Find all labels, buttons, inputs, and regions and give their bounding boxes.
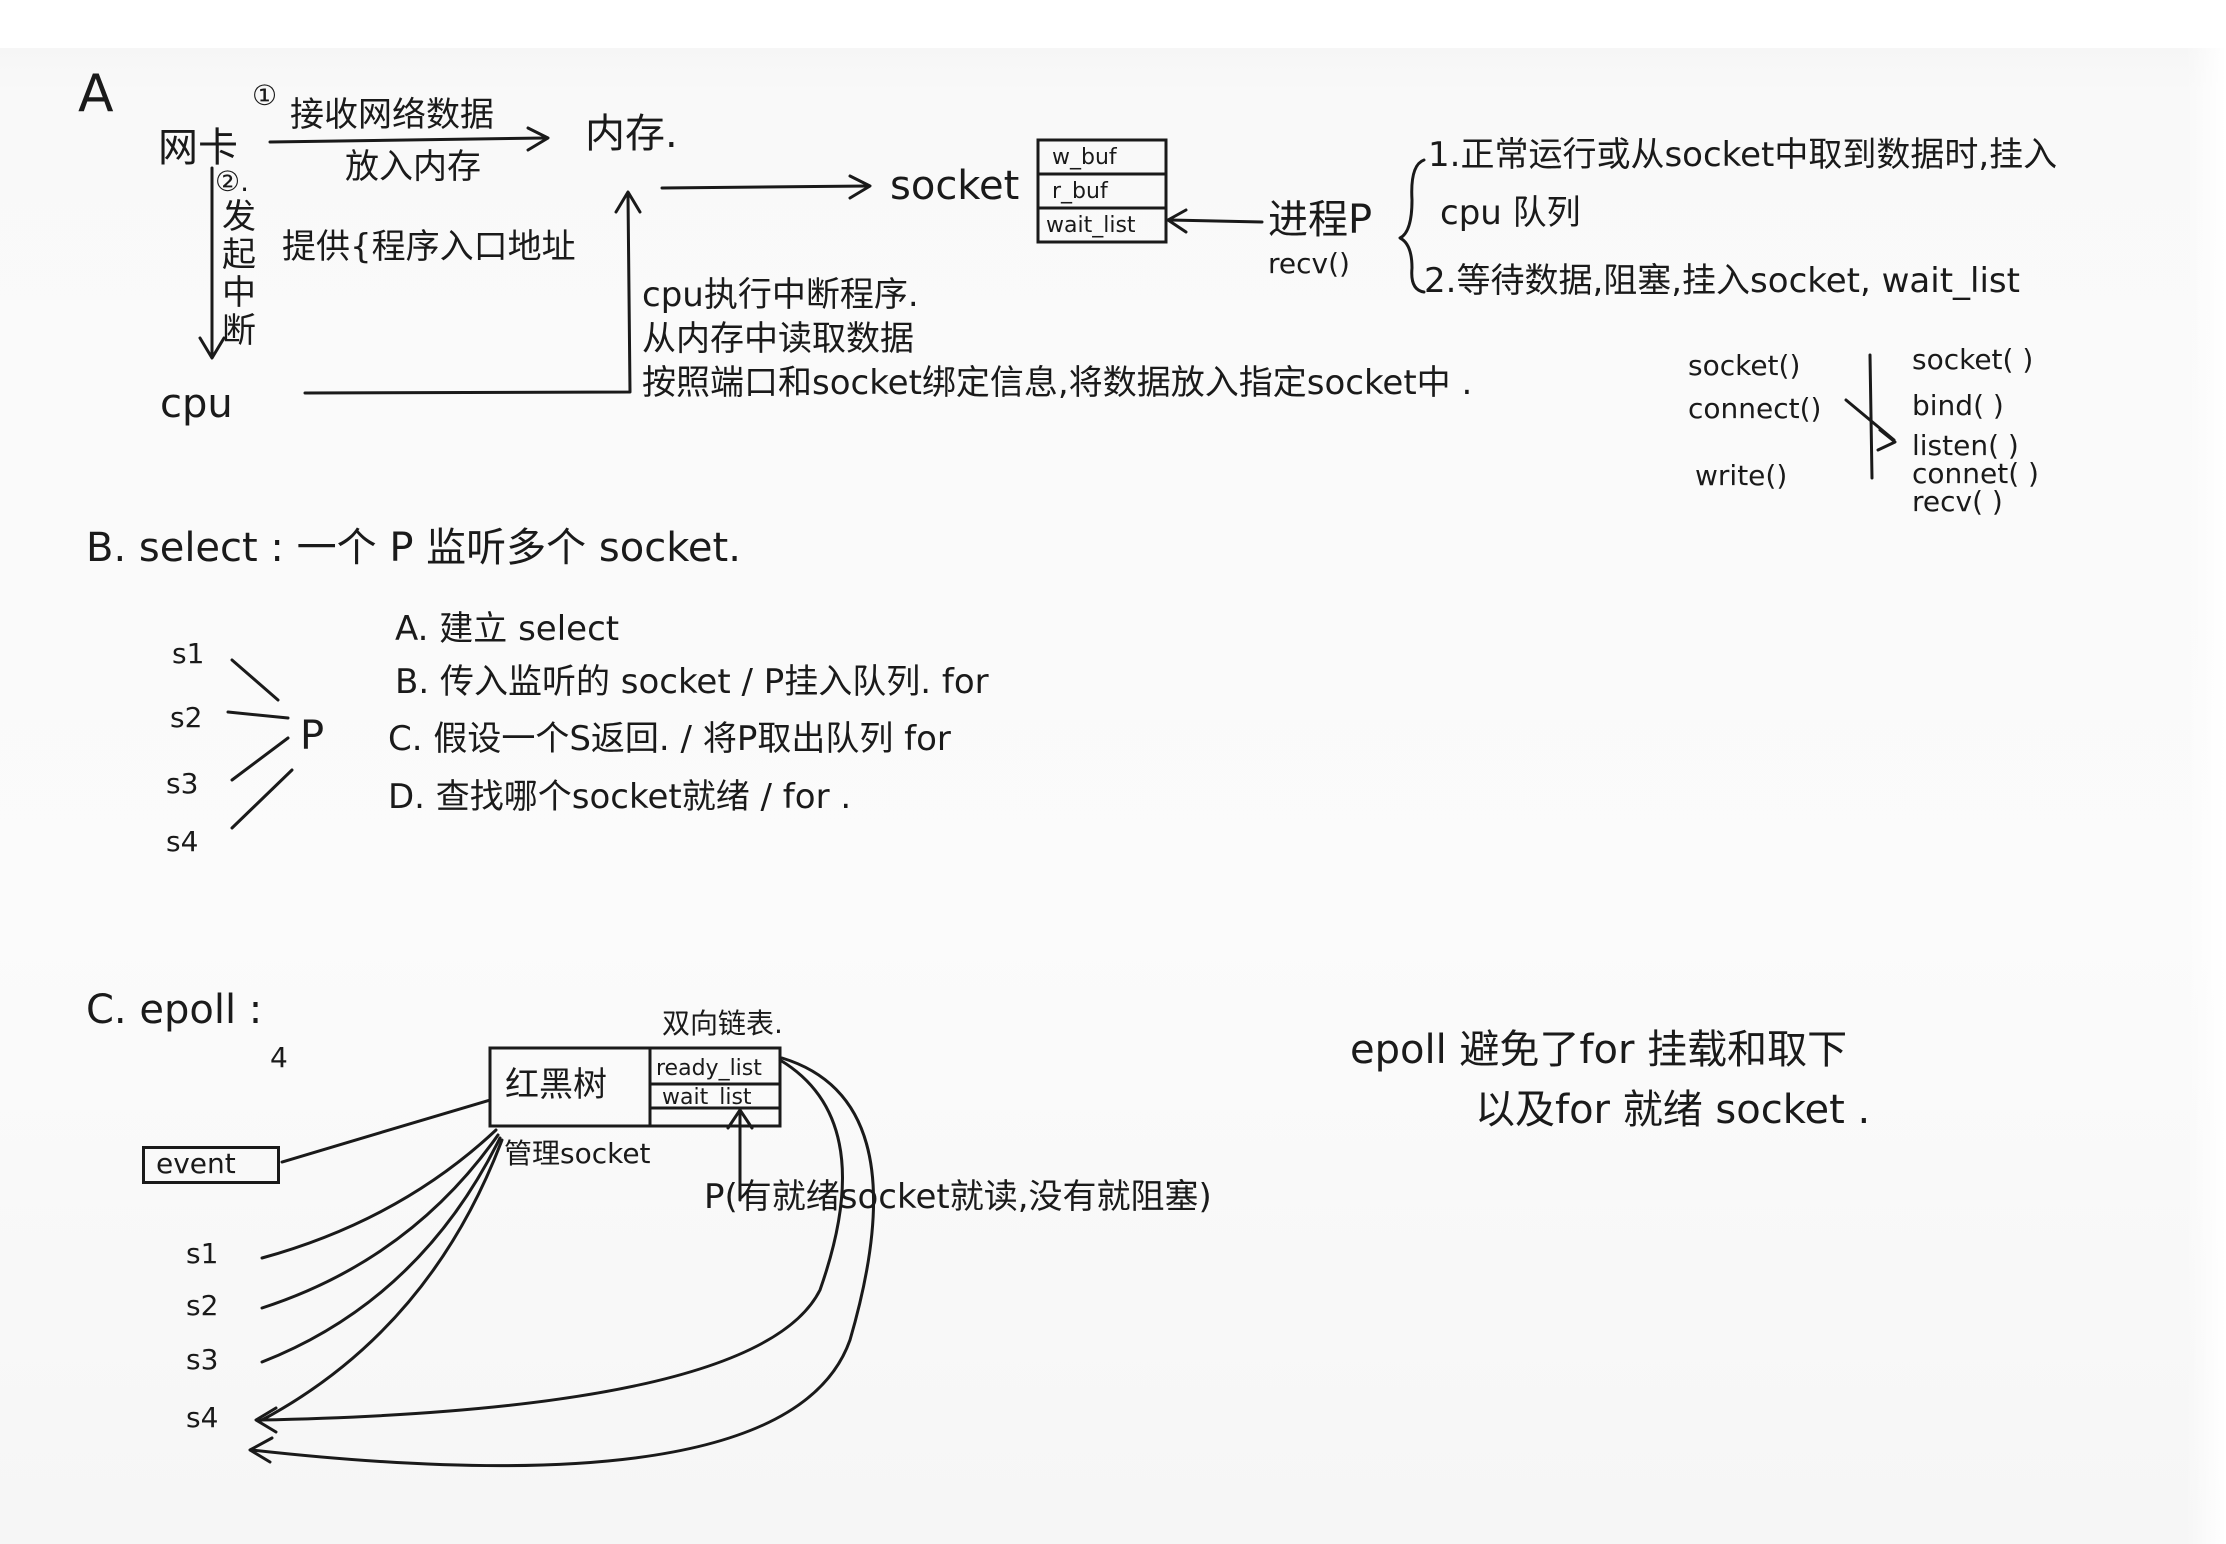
server-call-socket: socket( ) xyxy=(1912,343,2034,376)
paper-top-edge xyxy=(0,0,2226,48)
s4-to-p-line xyxy=(230,768,294,830)
step2-vertical-2: 起 xyxy=(222,235,256,275)
cpu-step-3: 按照端口和socket绑定信息,将数据放入指定socket中 . xyxy=(642,363,1473,403)
manage-socket-label: 管理socket xyxy=(504,1137,651,1170)
server-call-listen: listen( ) xyxy=(1912,429,2019,462)
select-step-b: B. 传入监听的 socket / P挂入队列. for xyxy=(395,662,989,702)
socket-box-rbuf: r_buf xyxy=(1052,179,1108,204)
section-b-title: B. select : 一个 P 监听多个 socket. xyxy=(86,525,741,571)
s1-to-p-line xyxy=(230,658,280,702)
process-cases-brace xyxy=(1398,158,1426,294)
rb-tree-label: 红黑树 xyxy=(505,1065,607,1105)
epoll-process-note: P(有就绪socket就读,没有就阻塞) xyxy=(704,1177,1212,1217)
event-label: event xyxy=(156,1147,236,1180)
s3-to-p-line xyxy=(230,736,290,782)
cpu-label: cpu xyxy=(160,381,233,427)
server-call-bind: bind( ) xyxy=(1912,389,2004,422)
recv-label: recv() xyxy=(1268,247,1350,280)
epoll-summary-line-2: 以及for 就绪 socket . xyxy=(1475,1087,1871,1133)
select-step-a: A. 建立 select xyxy=(395,609,620,649)
api-divider-line xyxy=(1868,353,1874,480)
event-to-tree-line xyxy=(280,1098,492,1164)
paper-right-edge xyxy=(2186,0,2226,1544)
cpu-to-memory-line xyxy=(303,193,632,395)
client-call-socket: socket() xyxy=(1688,349,1801,382)
step1-sub: 放入内存 xyxy=(345,147,481,187)
nic-to-memory-arrow xyxy=(268,136,547,144)
step2-vertical-1: 发 xyxy=(222,197,256,237)
client-call-connect: connect() xyxy=(1688,392,1822,425)
ready-list-return-curve-2 xyxy=(250,1056,875,1468)
server-call-connet: connet( ) xyxy=(1912,457,2039,490)
memory-label: 内存. xyxy=(585,111,678,157)
server-call-recv: recv( ) xyxy=(1912,485,2003,518)
client-call-write: write() xyxy=(1695,459,1788,492)
s2-to-tree-line xyxy=(260,1133,500,1310)
epoll-socket-s2: s2 xyxy=(186,1289,219,1322)
ready-list-label: ready_list xyxy=(656,1056,762,1081)
s2-to-p-line xyxy=(226,710,290,720)
step2-circle: ②. xyxy=(215,165,250,198)
epoll-socket-s1: s1 xyxy=(186,1237,219,1270)
process-case-1-line-1: 1.正常运行或从socket中取到数据时,挂入 xyxy=(1428,135,2058,175)
section-c-title: C. epoll : xyxy=(86,987,263,1033)
select-socket-s3: s3 xyxy=(166,767,199,800)
socket-box xyxy=(1036,138,1168,244)
wait-list-label: wait_list xyxy=(662,1085,752,1110)
s1-to-tree-line xyxy=(260,1128,498,1260)
provide-entry-text: 提供{程序入口地址 xyxy=(282,227,576,267)
process-case-1-line-2: cpu 队列 xyxy=(1440,193,1581,233)
rb-tree-box xyxy=(488,1046,782,1128)
select-socket-s2: s2 xyxy=(170,701,203,734)
select-socket-s4: s4 xyxy=(166,825,199,858)
nic-label: 网卡 xyxy=(158,125,238,171)
ready-list-return-curve-1 xyxy=(258,1058,844,1422)
section-a-label: A xyxy=(78,64,114,124)
socket-box-wbuf: w_buf xyxy=(1052,145,1117,170)
step2-vertical-4: 断 xyxy=(222,311,256,351)
event-box xyxy=(142,1146,280,1184)
select-socket-s1: s1 xyxy=(172,637,205,670)
memory-to-socket-arrow xyxy=(660,184,870,190)
select-process-p: P xyxy=(300,713,325,759)
step1-text: 接收网络数据 xyxy=(290,95,494,135)
cpu-step-2: 从内存中读取数据 xyxy=(642,319,914,359)
select-step-d: D. 查找哪个socket就绪 / for . xyxy=(388,777,852,817)
epoll-socket-s4: s4 xyxy=(186,1401,219,1434)
select-step-c: C. 假设一个S返回. / 将P取出队列 for xyxy=(388,719,951,759)
socket-box-waitlist: wait_list xyxy=(1046,213,1136,238)
epoll-summary-line-1: epoll 避免了for 挂载和取下 xyxy=(1350,1027,1848,1073)
cpu-step-1: cpu执行中断程序. xyxy=(642,275,919,315)
epoll-socket-s3: s3 xyxy=(186,1343,219,1376)
process-case-2: 2.等待数据,阻塞,挂入socket, wait_list xyxy=(1424,261,2020,301)
s3-to-tree-line xyxy=(260,1136,502,1364)
process-label: 进程P xyxy=(1268,197,1373,243)
socket-label: socket xyxy=(890,163,1020,209)
double-linked-list-label: 双向链表. xyxy=(662,1007,783,1040)
step2-vertical-3: 中 xyxy=(222,273,256,313)
step1-circle: ① xyxy=(252,79,278,112)
s4-to-tree-line xyxy=(260,1138,504,1422)
process-to-waitlist-arrow xyxy=(1168,218,1264,224)
section-c-small-mark: 4 xyxy=(270,1041,288,1074)
